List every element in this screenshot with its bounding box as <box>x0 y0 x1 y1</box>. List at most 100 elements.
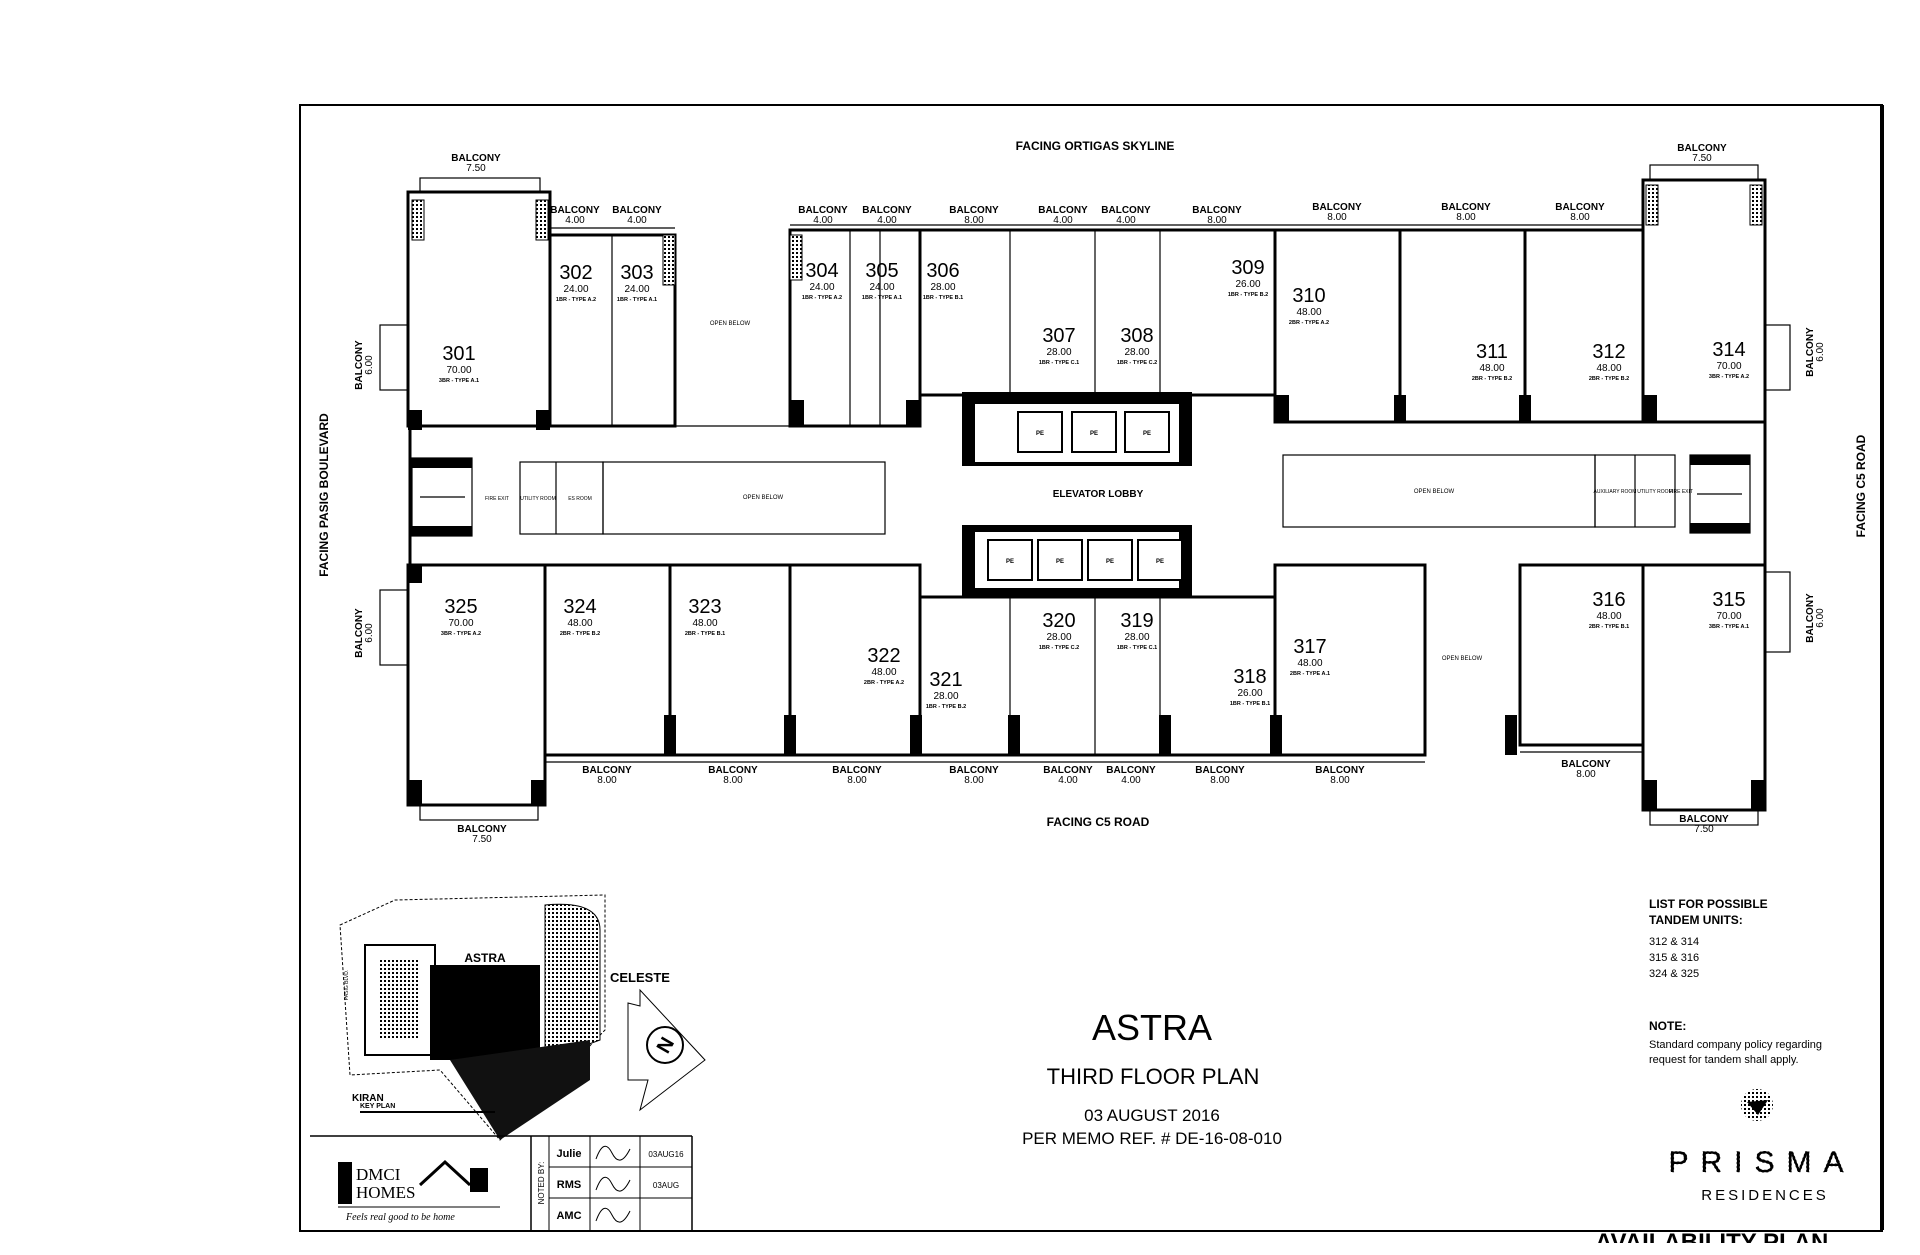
unit-number: 320 <box>1042 610 1075 632</box>
key-plan-label: KEY PLAN <box>360 1103 395 1110</box>
balcony-label: BALCONY <box>1555 202 1605 213</box>
balcony-label: BALCONY <box>451 153 501 164</box>
signoff-date: 03AUG <box>653 1181 679 1190</box>
unit-number: 322 <box>867 645 900 667</box>
unit-number: 304 <box>805 260 838 282</box>
unit-area: 70.00 <box>1716 611 1741 622</box>
unit-number: 301 <box>442 343 475 365</box>
unit-type: 1BR - TYPE A.1 <box>617 297 657 303</box>
unit-number: 319 <box>1120 610 1153 632</box>
dmci-homes-logo: DMCI HOMES Feels real good to be home <box>338 1159 500 1223</box>
unit-number: 306 <box>926 260 959 282</box>
es-room-left: ES ROOM <box>568 496 592 502</box>
balcony-label: BALCONY <box>1195 765 1245 776</box>
balcony-size: 8.00 <box>1210 775 1230 786</box>
unit-type: 1BR - TYPE B.1 <box>1230 701 1270 707</box>
unit-area: 24.00 <box>563 284 588 295</box>
side-balcony-size: 6.00 <box>1815 342 1826 362</box>
unit-number: 317 <box>1293 636 1326 658</box>
balcony-size: 8.00 <box>723 775 743 786</box>
unit-area: 24.00 <box>869 282 894 293</box>
unit-area: 26.00 <box>1235 279 1260 290</box>
unit-type: 1BR - TYPE C.1 <box>1117 645 1157 651</box>
logo-homes: HOMES <box>356 1183 416 1202</box>
balcony-size: 4.00 <box>1116 215 1136 226</box>
unit-area: 70.00 <box>448 618 473 629</box>
logo-tagline: Feels real good to be home <box>345 1212 455 1223</box>
unit-type: 1BR - TYPE A.2 <box>556 297 596 303</box>
signoff-date: 03AUG16 <box>648 1150 684 1159</box>
unit-type: 3BR - TYPE A.2 <box>441 631 481 637</box>
balcony-label: BALCONY <box>1106 765 1156 776</box>
side-balcony-label: BALCONY <box>1805 327 1816 377</box>
elevator-shaft <box>1017 411 1063 453</box>
balcony-size: 4.00 <box>1121 775 1141 786</box>
unit-number: 310 <box>1292 285 1325 307</box>
utility-room-right: UTILITY ROOM <box>1637 489 1672 495</box>
logo-dmci: DMCI <box>356 1165 401 1184</box>
balcony-size: 8.00 <box>1330 775 1350 786</box>
tandem-heading-2: TANDEM UNITS: <box>1649 913 1743 927</box>
unit-area: 70.00 <box>446 365 471 376</box>
fire-exit-right: FIRE EXIT <box>1669 489 1693 495</box>
elevator-lobby-label: ELEVATOR LOBBY <box>1053 489 1144 500</box>
balcony-size: 4.00 <box>565 215 585 226</box>
balcony-label: BALCONY <box>582 765 632 776</box>
unit-number: 311 <box>1476 341 1508 363</box>
unit-area: 28.00 <box>933 691 958 702</box>
balcony-label: BALCONY <box>1038 205 1088 216</box>
unit-type: 2BR - TYPE B.2 <box>1589 376 1629 382</box>
balcony-label: BALCONY <box>1043 765 1093 776</box>
balcony-size: 7.50 <box>472 834 492 845</box>
unit-area: 28.00 <box>930 282 955 293</box>
elevator-pe-label: PE <box>1156 559 1164 565</box>
unit-type: 1BR - TYPE A.1 <box>862 295 902 301</box>
balcony-label: BALCONY <box>1315 765 1365 776</box>
unit-type: 2BR - TYPE B.1 <box>1589 624 1629 630</box>
balcony-label: BALCONY <box>832 765 882 776</box>
balcony-label: BALCONY <box>949 765 999 776</box>
balcony-label: BALCONY <box>550 205 600 216</box>
unit-type: 1BR - TYPE C.1 <box>1039 360 1079 366</box>
unit-type: 1BR - TYPE B.2 <box>926 704 966 710</box>
tandem-item: 312 & 314 <box>1649 936 1699 948</box>
balcony-label: BALCONY <box>1101 205 1151 216</box>
unit-area: 24.00 <box>809 282 834 293</box>
memo-ref: PER MEMO REF. # DE-16-08-010 <box>1022 1129 1282 1148</box>
balcony-size: 8.00 <box>1576 769 1596 780</box>
unit-type: 1BR - TYPE B.2 <box>1228 292 1268 298</box>
tandem-item: 315 & 316 <box>1649 952 1699 964</box>
key-plan-celeste: CELESTE <box>610 970 670 985</box>
unit-type: 2BR - TYPE A.2 <box>1289 320 1329 326</box>
unit-type: 3BR - TYPE A.1 <box>439 378 479 384</box>
unit-area: 48.00 <box>1596 363 1621 374</box>
side-balcony-size: 6.00 <box>364 355 375 375</box>
facing-top-label: FACING ORTIGAS SKYLINE <box>1016 139 1175 153</box>
